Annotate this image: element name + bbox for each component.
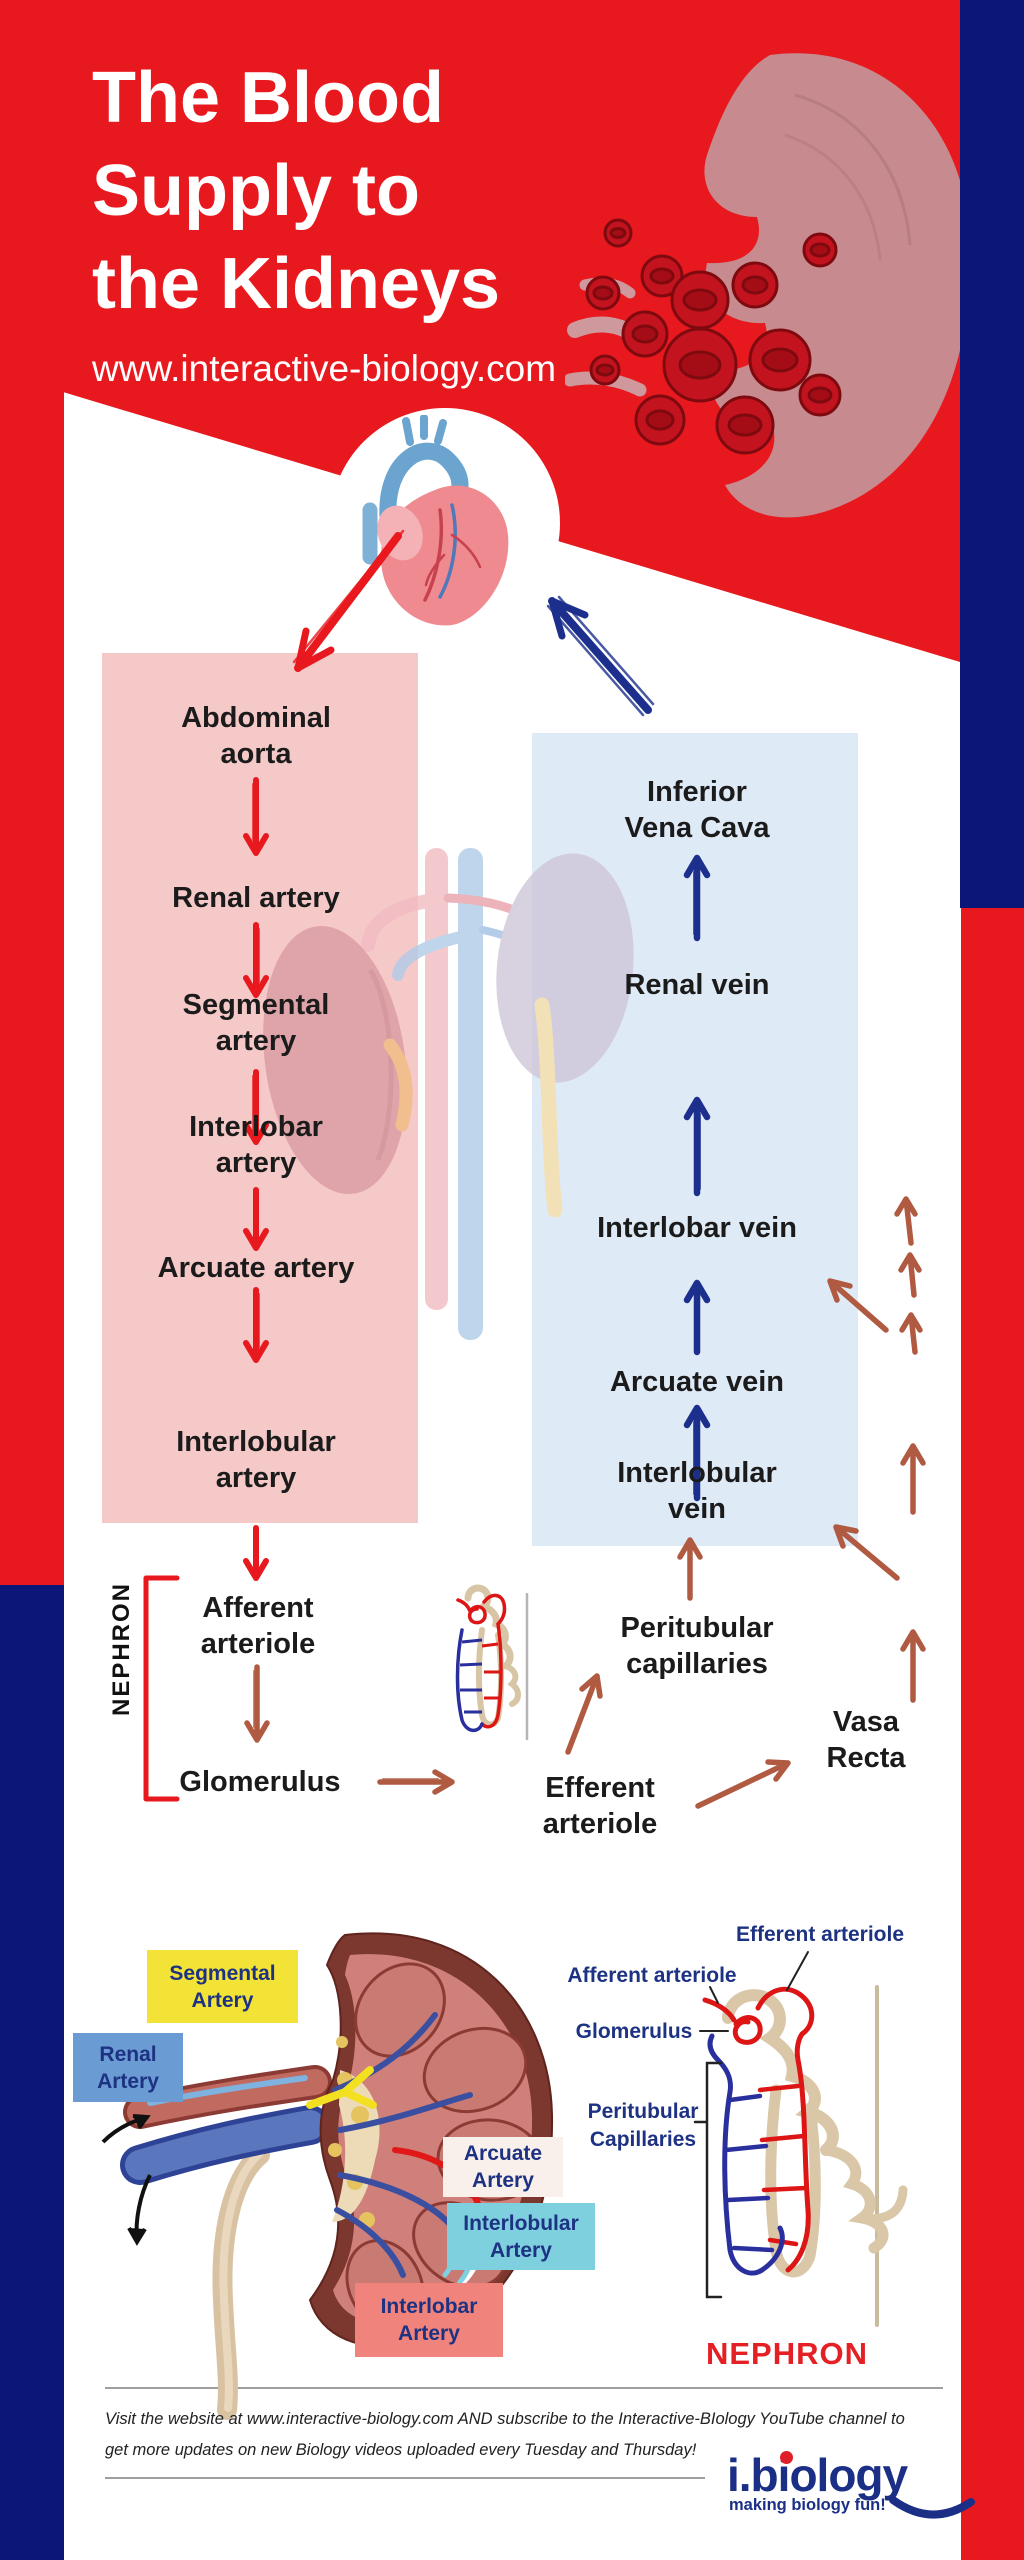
nephron-diagram-illustration [693,1951,908,2327]
flow-item-efferent-arteriole: Efferent arteriole [542,1772,658,1840]
flow-item-peritubular-capillaries: Peritubular capillaries [620,1612,774,1680]
label-interlobular-artery: Interlobular Artery [447,2203,595,2270]
nephron-caption: NEPHRON [705,2336,869,2371]
flow-arrows-overlay [143,529,926,1809]
left-navy-stripe [0,1585,64,2560]
right-navy-stripe [960,0,1024,908]
footer-divider-top [105,2387,943,2389]
flow-item-glomerulus: Glomerulus [179,1766,341,1798]
flow-item-segmental-artery: Segmental artery [182,989,330,1057]
kidney-silhouette [704,53,971,518]
nephron-label-glomerulus: Glomerulus [575,2020,693,2043]
flow-item-arcuate-artery: Arcuate artery [157,1252,355,1284]
flow-item-abdominal-aorta: Abdominal aorta [181,702,331,770]
label-interlobar-artery: Interlobar Artery [355,2283,503,2357]
right-red-stripe [961,908,1024,2560]
kidney-blood-cells-illustration [565,53,971,518]
flow-item-vasa-recta: Vasa Recta [826,1706,906,1774]
label-renal-artery: Renal Artery [73,2033,183,2102]
red-blood-cells [585,218,842,455]
red-flow-arrow-icons [243,777,269,1581]
brown-flow-arrow-icons [244,1196,926,1809]
navy-flow-arrow-icons [683,854,711,1502]
logo-red-dot-icon [780,2451,793,2464]
nephron-bracket [143,1575,180,1802]
navy-sketch-arrow-icon [546,595,655,717]
footer-note: Visit the website at www.interactive-bio… [105,2410,905,2459]
website-url: www.interactive-biology.com [92,348,557,389]
ibiology-logo: i.biology making biology fun! [727,2448,975,2519]
flow-item-renal-artery: Renal artery [172,882,340,914]
logo-text: i.biology [727,2449,908,2501]
flow-item-interlobular-vein: Interlobular vein [617,1457,777,1525]
flow-item-inferior-vena-cava: Inferior Vena Cava [624,776,770,844]
footer-divider-bottom [105,2477,705,2479]
flow-item-interlobular-artery: Interlobular artery [176,1426,336,1494]
red-sketch-arrow-icon [292,529,405,672]
left-red-stripe [0,388,64,1585]
label-segmental-artery: Segmental Artery [147,1950,298,2023]
small-nephron-illustration [455,1584,529,1740]
flow-item-interlobar-vein: Interlobar vein [597,1212,797,1244]
nephron-label-efferent: Efferent arteriole [735,1923,905,1946]
nephron-bracket-label: NEPHRON [108,1581,135,1716]
label-connector-lines [693,1951,809,2299]
faded-kidneys-illustration [263,848,634,1340]
label-arcuate-artery: Arcuate Artery [443,2137,563,2197]
nephron-label-afferent: Afferent arteriole [567,1964,737,1987]
flow-item-arcuate-vein: Arcuate vein [609,1366,785,1398]
nephron-label-peritubular: Peritubular Capillaries [587,2100,699,2151]
logo-smile-icon [889,2496,975,2519]
heart-icon [362,415,509,626]
flow-item-interlobar-artery: Interlobar artery [189,1111,323,1179]
black-arrow-icons [101,2114,152,2246]
logo-tagline: making biology fun! [729,2496,886,2514]
flow-item-renal-vein: Renal vein [624,969,770,1001]
page-title: The Blood Supply to the Kidneys [92,58,501,324]
flow-item-afferent-arteriole: Afferent arteriole [200,1592,316,1660]
